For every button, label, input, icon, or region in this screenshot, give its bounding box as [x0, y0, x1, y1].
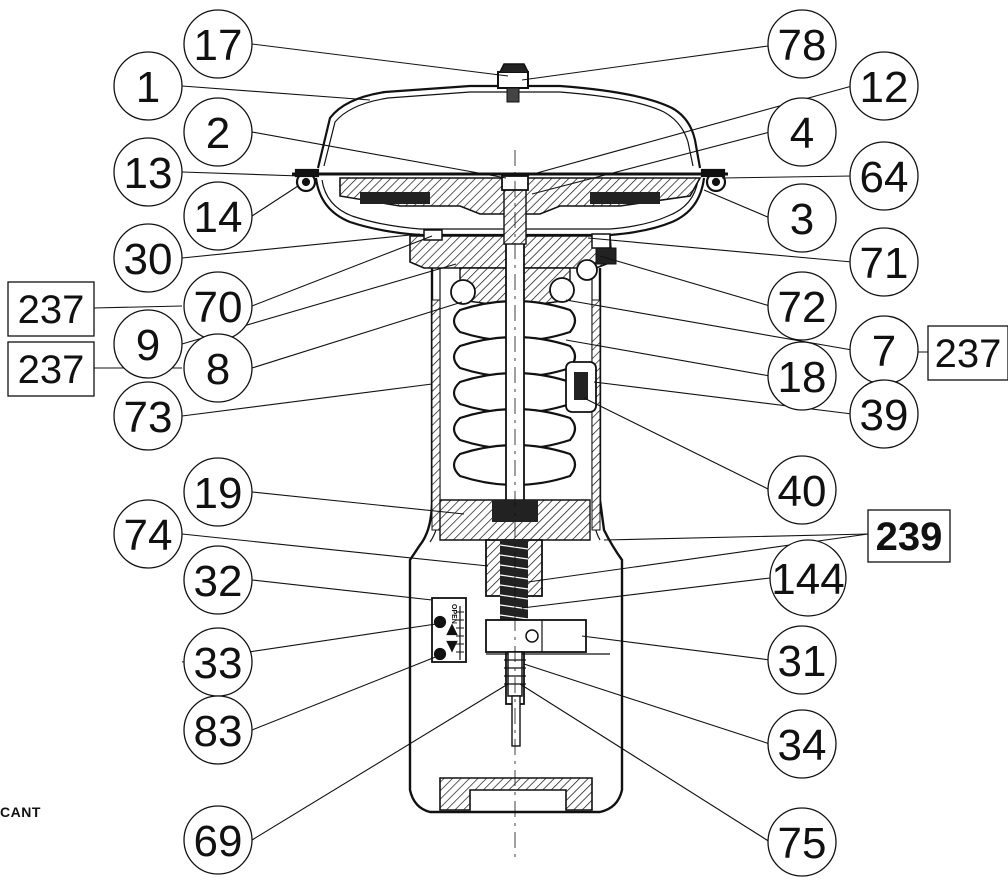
callout-8-label: 8 — [206, 345, 230, 394]
callout-13-label: 13 — [124, 149, 173, 198]
callout-19-label: 19 — [194, 469, 243, 518]
callout-18: 18 — [767, 341, 837, 411]
box-239-label: 239 — [876, 515, 943, 559]
callout-4: 4 — [767, 97, 837, 167]
callout-69-label: 69 — [194, 817, 243, 866]
callout-8: 8 — [183, 333, 253, 403]
callout-78: 78 — [767, 9, 837, 79]
callout-83: 83 — [183, 695, 253, 765]
callout-72: 72 — [767, 271, 837, 341]
actuator-drawing: OPEN — [292, 63, 728, 862]
box-237-right: 237 — [927, 325, 1008, 381]
callout-7-label: 7 — [872, 327, 896, 376]
callout-64: 64 — [849, 141, 919, 211]
yoke-bottom-boss — [439, 777, 593, 811]
callout-72-label: 72 — [778, 283, 827, 332]
callout-9: 9 — [113, 309, 183, 379]
callout-70: 70 — [183, 271, 253, 341]
callout-14-label: 14 — [194, 193, 243, 242]
callout-75-label: 75 — [778, 819, 827, 868]
callout-40-label: 40 — [778, 467, 827, 516]
callout-3: 3 — [767, 183, 837, 253]
upper-diaphragm-casing — [316, 84, 702, 169]
travel-scale: OPEN — [431, 597, 467, 663]
callout-18-label: 18 — [778, 353, 827, 402]
box-237-right-label: 237 — [935, 332, 1002, 376]
vent-cap — [497, 63, 529, 103]
callout-3-label: 3 — [790, 195, 814, 244]
callout-30: 30 — [113, 223, 183, 293]
callout-75: 75 — [767, 807, 837, 877]
callout-34-label: 34 — [778, 721, 827, 770]
callout-69: 69 — [183, 805, 253, 875]
callout-1-label: 1 — [136, 63, 160, 112]
callout-33: 33 — [183, 627, 253, 697]
callout-144: 144 — [769, 539, 847, 617]
box-239: 239 — [867, 509, 951, 563]
callout-9-label: 9 — [136, 321, 160, 370]
callout-19: 19 — [183, 457, 253, 527]
callout-4-label: 4 — [790, 109, 814, 158]
callout-14: 14 — [183, 181, 253, 251]
side-port-plug — [565, 361, 597, 413]
callout-71-label: 71 — [860, 239, 909, 288]
callout-17: 17 — [183, 9, 253, 79]
callout-78-label: 78 — [778, 21, 827, 70]
box-237-left-top-label: 237 — [18, 288, 85, 332]
callout-30-label: 30 — [124, 235, 173, 284]
callout-32-label: 32 — [194, 557, 243, 606]
lower-diaphragm-casing — [314, 177, 706, 237]
callout-40: 40 — [767, 455, 837, 525]
callout-73-label: 73 — [124, 393, 173, 442]
callout-12-label: 12 — [860, 63, 909, 112]
callout-39-label: 39 — [860, 391, 909, 440]
callout-31-label: 31 — [778, 637, 827, 686]
travel-indicator — [485, 619, 610, 655]
callout-32: 32 — [183, 545, 253, 615]
callout-2-label: 2 — [206, 109, 230, 158]
box-237-left-bottom-label: 237 — [18, 348, 85, 392]
callout-31: 31 — [767, 625, 837, 695]
callout-74: 74 — [113, 499, 183, 569]
callout-7: 7 — [849, 315, 919, 385]
callout-70-label: 70 — [194, 283, 243, 332]
vent-fitting — [591, 233, 617, 265]
callout-73: 73 — [113, 381, 183, 451]
callout-144-label: 144 — [771, 555, 844, 604]
callout-17-label: 17 — [194, 21, 243, 70]
footnote-text: CANT — [0, 804, 41, 820]
callout-13: 13 — [113, 137, 183, 207]
callout-2: 2 — [183, 97, 253, 167]
callout-12: 12 — [849, 51, 919, 121]
callout-1: 1 — [113, 51, 183, 121]
callout-34: 34 — [767, 709, 837, 779]
callout-64-label: 64 — [860, 153, 909, 202]
callout-71: 71 — [849, 227, 919, 297]
scale-label: OPEN — [450, 604, 457, 624]
callout-39: 39 — [849, 379, 919, 449]
box-237-left-bottom: 237 — [7, 341, 95, 397]
callout-74-label: 74 — [124, 511, 173, 560]
box-237-left-top: 237 — [7, 281, 95, 337]
boxed-labels: 237 237 237 239 — [7, 281, 1008, 563]
callout-33-label: 33 — [194, 639, 243, 688]
callout-83-label: 83 — [194, 707, 243, 756]
callouts: 17 78 1 12 2 4 13 64 14 3 30 71 70 72 9 … — [113, 9, 919, 877]
